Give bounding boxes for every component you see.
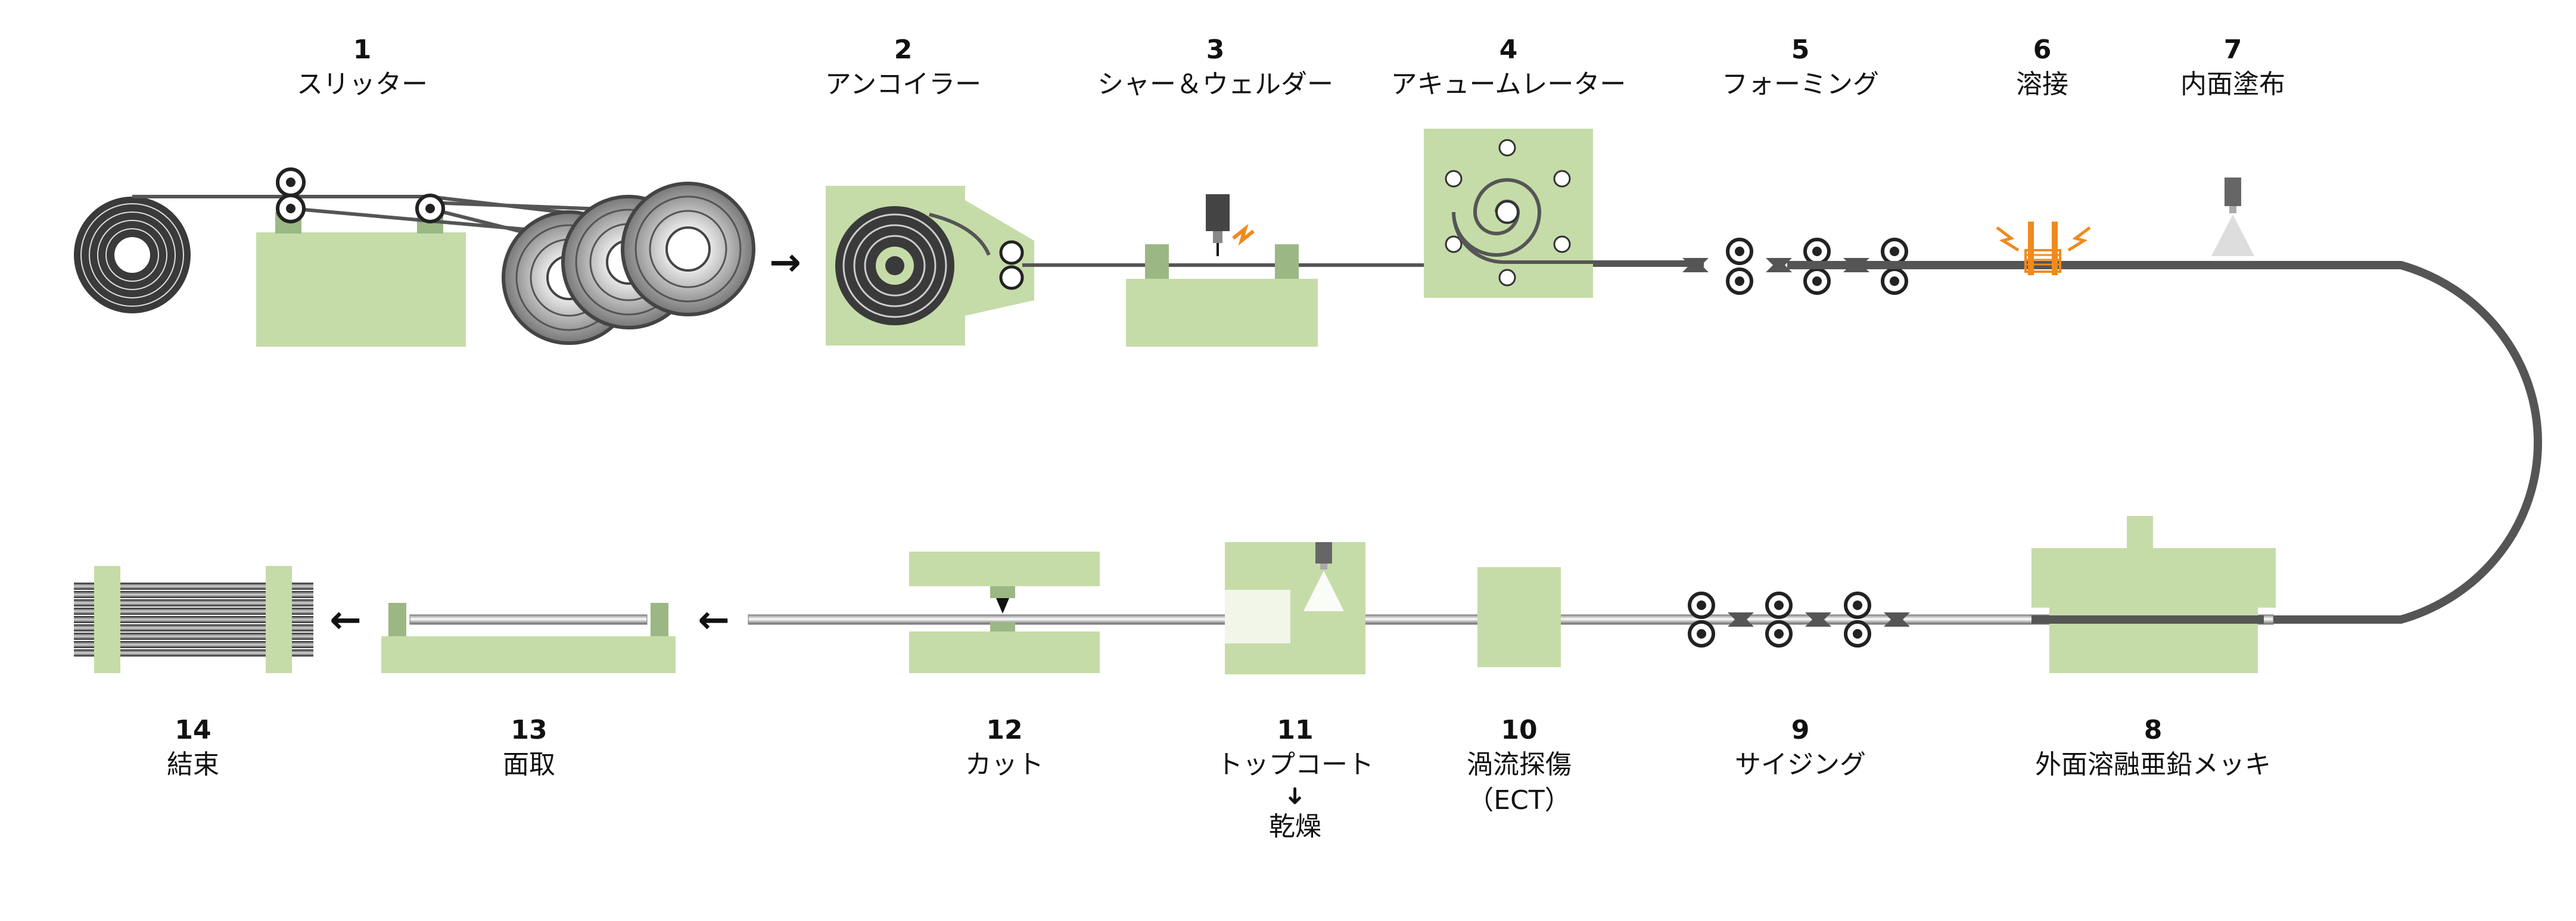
topcoat-drying-unit [1225, 542, 1365, 674]
step-name: シャー＆ウェルダー [1097, 69, 1333, 99]
step-label-13: 13 面取 [404, 714, 654, 783]
step-name: 内面塗布 [2180, 69, 2285, 99]
step-number: 11 [1277, 715, 1314, 745]
roller [1803, 238, 1831, 265]
step-number: 12 [986, 715, 1023, 745]
process-line-svg: → [74, 129, 2543, 674]
slitter-rollers [276, 167, 445, 223]
step-name: スリッター [297, 69, 428, 99]
step-label-9: 9 サイジング [1675, 714, 1925, 783]
step-label-7: 7 内面塗布 [2108, 33, 2358, 102]
bundled-pipe [74, 641, 313, 648]
step-subtitle: （ECT） [1467, 785, 1571, 816]
pinch-spool [1766, 258, 1792, 272]
step-number: 7 [2223, 35, 2242, 65]
pinch-spool [1728, 612, 1754, 627]
welding-induction-coil [1996, 222, 2091, 275]
step-name: カット [965, 749, 1044, 780]
step-number: 1 [353, 35, 372, 65]
step-name: アキュームレーター [1390, 69, 1626, 99]
step-name: フォーミング [1722, 69, 1879, 99]
roller [1726, 238, 1753, 265]
sizing-rollers [1688, 592, 1910, 648]
roller [1803, 267, 1831, 295]
pinch-spool [1805, 612, 1831, 627]
step-subtitle: 乾燥 [1269, 811, 1321, 842]
step-number: 3 [1206, 35, 1225, 65]
flow-arrow-left: ← [329, 598, 362, 642]
step-number: 14 [175, 715, 211, 745]
pipe-return-curve [2258, 261, 2543, 624]
step-label-8: 8 外面溶融亜鉛メッキ [2028, 714, 2278, 783]
roller [1881, 267, 1908, 295]
roller [1765, 592, 1793, 619]
step-label-10: 10 渦流探傷 （ECT） [1394, 714, 1644, 819]
step-number: 6 [2033, 35, 2052, 65]
roller [1881, 238, 1908, 265]
cutting-machine [909, 552, 1100, 673]
step-name: サイジング [1735, 749, 1866, 780]
bundled-pipe [74, 583, 313, 590]
step-label-11: 11 トップコート ➜ 乾燥 [1170, 714, 1420, 845]
roller [1688, 620, 1715, 648]
forming-rollers [1682, 238, 1908, 295]
step-label-4: 4 アキュームレーター [1383, 33, 1634, 102]
pinch-spool [1884, 612, 1910, 627]
slit-coils [502, 182, 755, 345]
step-name: 溶接 [2016, 69, 2068, 99]
bundled-pipe [74, 649, 313, 656]
step-number: 2 [894, 35, 913, 65]
eddy-current-testing-unit [1477, 567, 1561, 667]
galvanizing-machine [2031, 516, 2276, 673]
bundled-pipe [74, 616, 313, 623]
step-number: 4 [1499, 35, 1518, 65]
step-number: 10 [1501, 715, 1538, 745]
flow-arrow-left: ← [698, 598, 730, 642]
roller [1844, 620, 1871, 648]
step-name: 渦流探傷 [1467, 749, 1572, 780]
step-label-1: 1 スリッター [237, 33, 487, 102]
pinch-spool [1682, 258, 1709, 272]
flow-arrow-right: → [769, 241, 801, 285]
bundled-pipes [74, 566, 313, 673]
pipe-production-process-diagram: → [68, 33, 2543, 845]
uncoiler-machine [826, 186, 1034, 346]
roller [1765, 620, 1793, 648]
step-name: アンコイラー [825, 69, 982, 99]
slitter-machine [256, 212, 466, 347]
step-label-6: 6 溶接 [1917, 33, 2167, 102]
step-number: 8 [2143, 715, 2163, 745]
bundled-pipe [74, 599, 313, 606]
roller [1844, 592, 1871, 619]
step-label-14: 14 結束 [68, 714, 318, 783]
step-number: 5 [1791, 35, 1810, 65]
step-number: 9 [1791, 715, 1810, 745]
step-name: 面取 [503, 749, 555, 780]
step-label-12: 12 カット [879, 714, 1130, 783]
inner-coating-nozzle [2211, 178, 2254, 256]
step-label-3: 3 シャー＆ウェルダー [1090, 33, 1340, 102]
bundled-pipe [74, 608, 313, 615]
step-number: 13 [511, 715, 547, 745]
step-name: 外面溶融亜鉛メッキ [2035, 749, 2271, 780]
chamfering-machine [381, 603, 676, 673]
step-name: トップコート [1217, 749, 1374, 780]
bundled-pipe [74, 591, 313, 598]
roller [1688, 592, 1715, 619]
down-arrow-icon: ➜ [1281, 786, 1309, 806]
bundled-pipe [74, 633, 313, 640]
step-label-2: 2 アンコイラー [778, 33, 1028, 102]
step-name: 結束 [167, 749, 219, 780]
slitter-source-coil [74, 197, 191, 313]
step-label-5: 5 フォーミング [1675, 33, 1925, 102]
roller [1726, 267, 1753, 295]
accumulator-machine [1424, 129, 1704, 298]
bundled-pipe [74, 624, 313, 631]
shear-welder-machine [1126, 194, 1318, 347]
